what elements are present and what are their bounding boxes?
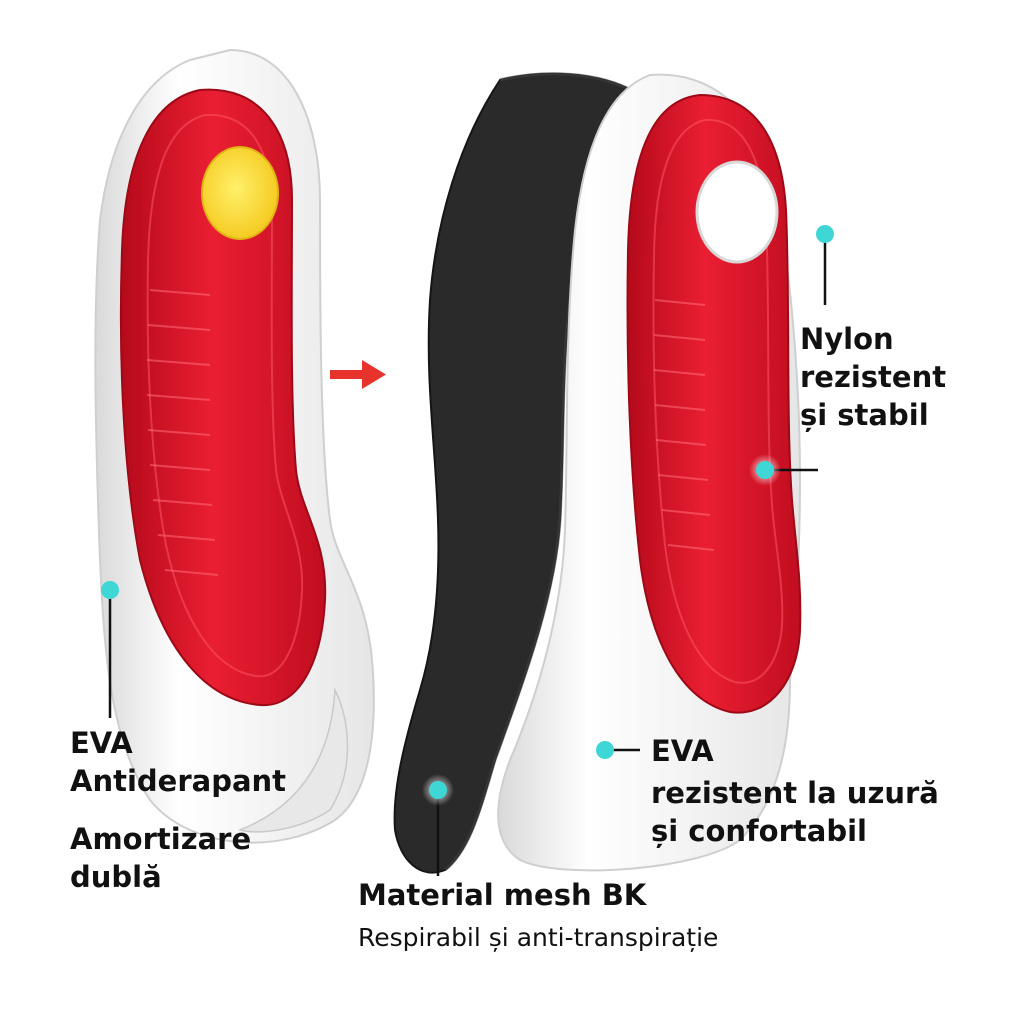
heel-cup-opening bbox=[695, 160, 779, 264]
right-rezistent-label: rezistent la uzură bbox=[651, 776, 939, 810]
left-insole bbox=[94, 48, 375, 844]
cyan-dot-marker-icon bbox=[101, 581, 119, 599]
cyan-dot-marker-icon bbox=[429, 781, 447, 799]
cyan-dot-marker-icon bbox=[756, 461, 774, 479]
right-insole bbox=[497, 73, 802, 872]
right-eva-label: EVA bbox=[651, 734, 714, 768]
heel-pad-yellow bbox=[201, 146, 279, 240]
left-eva-label: EVA bbox=[70, 726, 133, 760]
left-amortizare-label: Amortizare bbox=[70, 822, 252, 856]
nylon-label: Nylon bbox=[800, 322, 894, 356]
mesh-subtitle-label: Respirabil și anti-transpirație bbox=[358, 923, 719, 952]
left-dubla-label: dublă bbox=[70, 860, 162, 894]
markers bbox=[101, 225, 834, 806]
cyan-dot-marker-icon bbox=[816, 225, 834, 243]
mesh-title-label: Material mesh BK bbox=[358, 878, 647, 912]
nylon-stabil-label: și stabil bbox=[800, 398, 929, 432]
cyan-dot-marker-icon bbox=[596, 741, 614, 759]
right-arrow-icon bbox=[330, 360, 386, 389]
left-antiderapant-label: Antiderapant bbox=[70, 764, 287, 798]
right-confortabil-label: și confortabil bbox=[651, 814, 867, 848]
nylon-rezistent-label: rezistent bbox=[800, 360, 947, 394]
